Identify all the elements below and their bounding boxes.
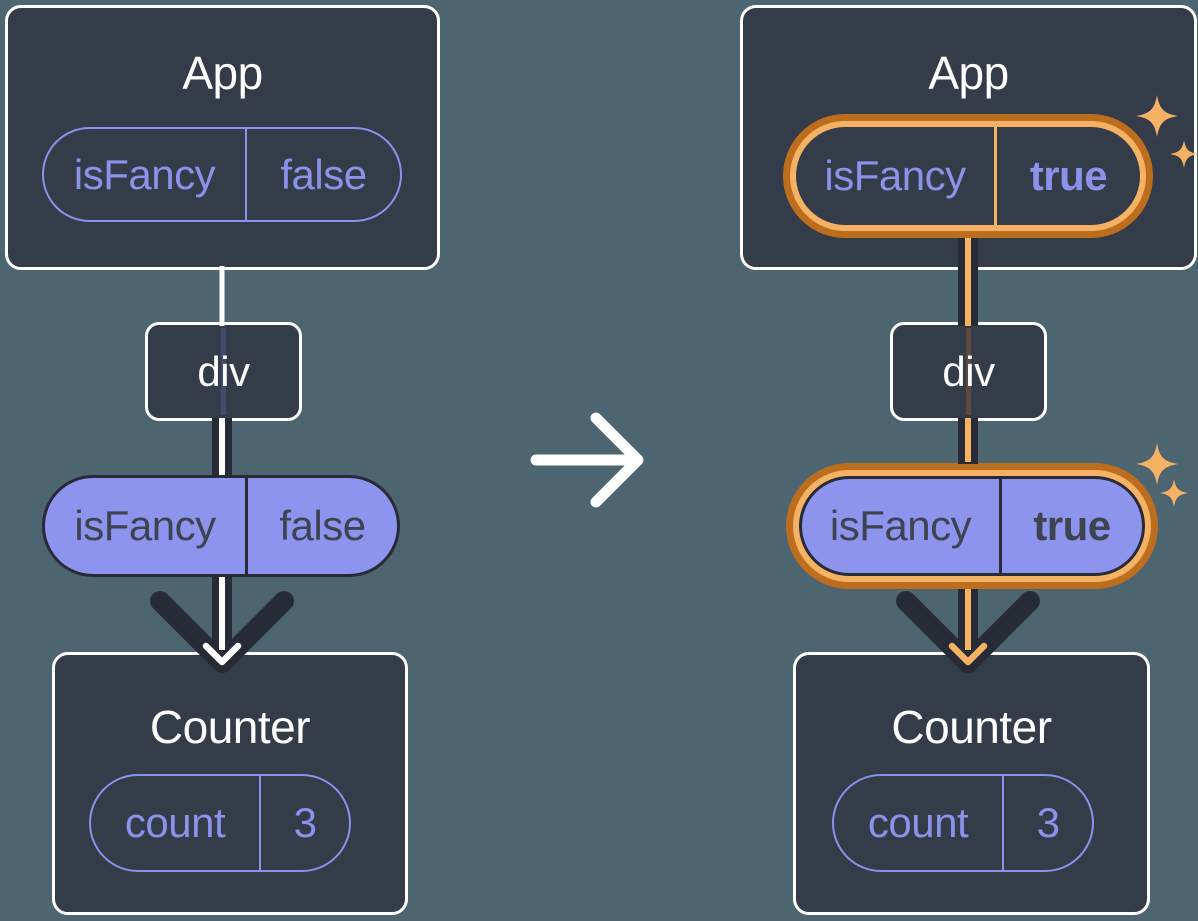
state-pill-value: 3: [293, 799, 317, 846]
connector-div-pill-after-outline: [958, 418, 978, 464]
prop-pill-isfancy-before: isFancy false: [42, 475, 400, 577]
arrow-core-before: [219, 577, 225, 650]
connector-div-pill-before-outline: [212, 418, 232, 478]
state-pill-count-before: count 3: [89, 774, 351, 872]
prop-pill-name: isFancy: [802, 479, 1002, 573]
div-node-label: div: [197, 347, 250, 395]
state-pill-value: false: [280, 150, 367, 198]
app-title: App: [182, 47, 263, 99]
prop-pill-value: true: [1033, 502, 1111, 549]
state-pill-value: true: [1029, 152, 1108, 199]
prop-pill-isfancy-after: isFancy true: [799, 476, 1145, 576]
prop-pass-through-line: [966, 328, 971, 415]
arrow-shaft-before: [212, 574, 232, 662]
app-title: App: [928, 47, 1009, 99]
state-pill-count-after: count 3: [832, 774, 1094, 872]
connector-div-pill-before-core: [219, 418, 225, 475]
prop-pass-through-line: [221, 328, 226, 415]
connector-div-pill-after-core: [965, 418, 971, 462]
div-node-label: div: [942, 347, 995, 395]
div-node-card-before: div: [145, 322, 302, 421]
connector-app-div-before: [219, 266, 225, 326]
state-pill-name: isFancy: [44, 129, 247, 220]
app-component-card-before: App isFancy false: [5, 5, 440, 270]
state-pill-name: count: [834, 776, 1004, 870]
div-node-card-after: div: [890, 322, 1047, 421]
app-component-card-after: App isFancy true: [740, 5, 1197, 270]
arrow-core-after: [965, 589, 971, 650]
sparkle-icon: [1160, 479, 1188, 507]
counter-component-card-before: Counter count 3: [52, 652, 408, 915]
prop-pill-value: false: [279, 502, 366, 549]
sparkle-icon: [1136, 443, 1178, 485]
state-highlight-ring: isFancy true: [783, 114, 1153, 238]
prop-highlight-ring: isFancy true: [786, 463, 1158, 589]
state-pill-value: 3: [1036, 799, 1060, 846]
state-pill-name: isFancy: [796, 127, 997, 225]
state-pill-isfancy-before: isFancy false: [42, 127, 402, 222]
counter-title: Counter: [891, 701, 1052, 753]
state-pill-isfancy-after: isFancy true: [796, 127, 1140, 225]
counter-title: Counter: [149, 701, 311, 753]
counter-component-card-after: Counter count 3: [793, 652, 1150, 915]
transition-arrow-icon: [530, 412, 644, 508]
prop-pill-name: isFancy: [45, 478, 248, 574]
state-pill-name: count: [91, 776, 261, 870]
